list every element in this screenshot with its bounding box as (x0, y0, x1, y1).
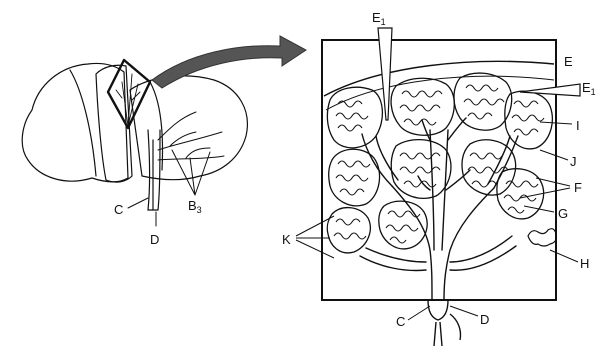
label-g: G (558, 206, 568, 221)
zoom-arrow (152, 36, 306, 88)
label-c-inset: C (396, 314, 405, 329)
label-f: F (574, 180, 582, 195)
label-e1-top: E1 (372, 10, 386, 27)
c-inset-leader (408, 306, 430, 320)
duct-outlet-flow (434, 314, 461, 346)
d-inset-leader (450, 306, 478, 316)
duct-outlet (428, 300, 448, 320)
label-c-left: C (114, 202, 123, 217)
label-e: E (564, 54, 573, 69)
label-h: H (580, 256, 589, 271)
label-b3: B3 (188, 198, 202, 215)
label-d-inset: D (480, 312, 489, 327)
label-j: J (570, 154, 577, 169)
magnified-inset (322, 28, 580, 346)
label-d-left: D (150, 232, 159, 247)
whole-gland-drawing (22, 60, 247, 226)
label-k: K (282, 232, 291, 247)
right-lobe (130, 76, 247, 180)
b3-pointer-lines (172, 150, 210, 195)
duct-branches (158, 112, 224, 160)
c-left-pointer (128, 198, 148, 208)
duct-stem-right (158, 130, 160, 210)
left-lobe-fold (70, 70, 96, 176)
right-lobe-fold (150, 82, 163, 170)
label-i: I (576, 118, 580, 133)
label-e1-right: E1 (582, 80, 596, 97)
